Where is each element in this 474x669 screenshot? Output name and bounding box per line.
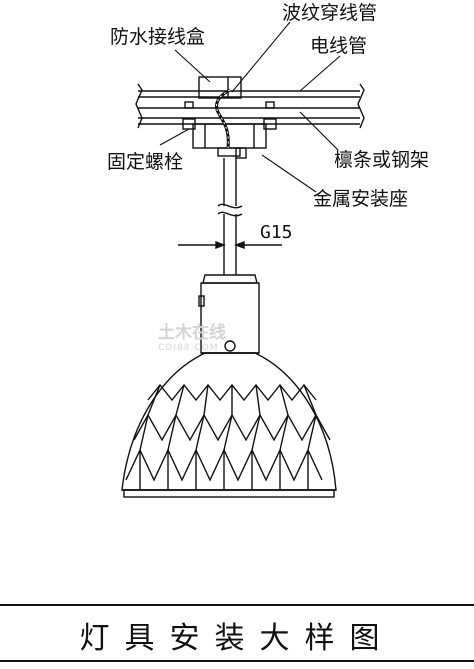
label-conduit: 电线管 xyxy=(310,35,368,57)
label-g15: G15 xyxy=(260,222,293,243)
watermark: 土木在线 COI88.COM xyxy=(158,318,226,353)
label-corrugated-tube: 波纹穿线管 xyxy=(282,2,378,24)
leader-lines xyxy=(159,21,341,193)
title-rule-bottom xyxy=(0,660,474,662)
g15-dimension xyxy=(178,240,282,250)
junction-box xyxy=(198,76,242,99)
lamp-reflector xyxy=(121,352,337,498)
beam-bolts xyxy=(182,101,277,130)
title-rule-top xyxy=(0,604,474,606)
purlin-beam xyxy=(135,83,365,129)
label-purlin-or-steel-frame: 檩条或钢架 xyxy=(334,149,430,171)
watermark-sub: COI88.COM xyxy=(158,343,219,353)
watermark-main: 土木在线 xyxy=(158,323,226,343)
drawing-title: 灯具安装大样图 xyxy=(79,621,395,656)
label-waterproof-junction-box: 防水接线盒 xyxy=(110,26,206,48)
label-metal-mounting-seat: 金属安装座 xyxy=(313,188,409,210)
conduit-rod xyxy=(217,158,243,275)
label-fixing-bolt: 固定螺栓 xyxy=(107,151,184,173)
